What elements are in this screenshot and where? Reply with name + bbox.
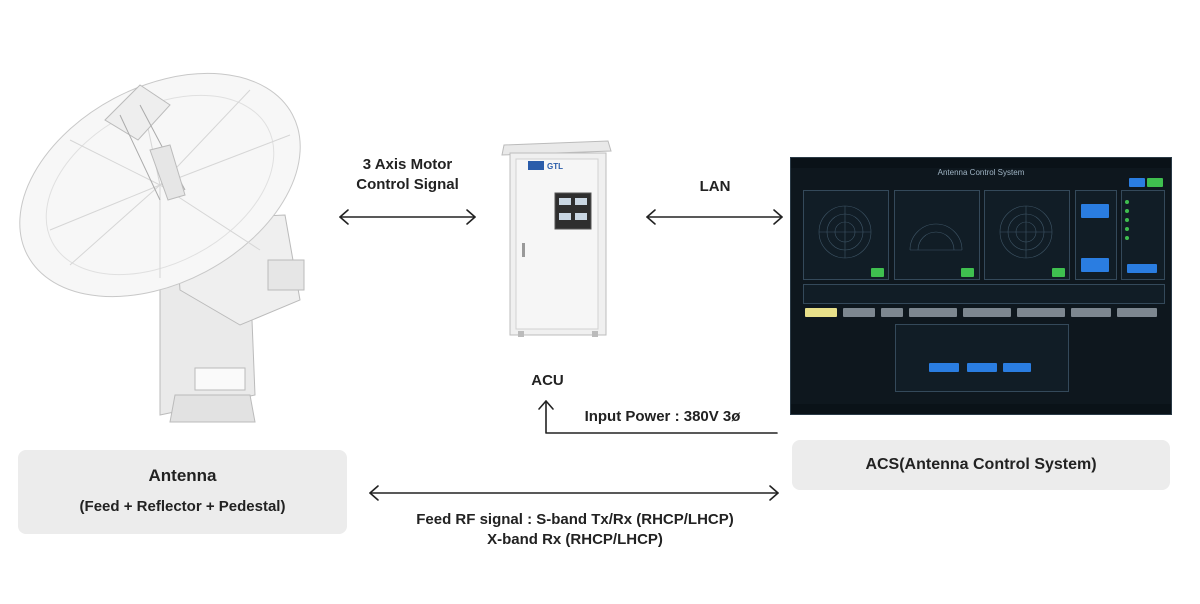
acu-label: ACU: [531, 372, 564, 389]
antenna-illustration: [19, 72, 305, 423]
antenna-box-subtitle: (Feed + Reflector + Pedestal): [79, 498, 286, 515]
acs-box-title: ACS(Antenna Control System): [865, 456, 1097, 473]
acu-cabinet-illustration: GTL: [501, 140, 612, 337]
feed-rf-label: Feed RF signal : S-band Tx/Rx (RHCP/LHCP…: [355, 510, 795, 550]
input-power-label: Input Power : 380V 3ø: [584, 408, 741, 425]
input-power-arrow: [545, 400, 778, 434]
lan-label: LAN: [699, 178, 731, 195]
feed-rf-line1: Feed RF signal : S-band Tx/Rx (RHCP/LHCP…: [416, 511, 734, 528]
antenna-box-title: Antenna: [148, 466, 217, 485]
acs-box: ACS(Antenna Control System): [792, 440, 1170, 490]
motor-signal-label: 3 Axis Motor Control Signal: [340, 155, 475, 195]
motor-signal-line1: 3 Axis Motor: [362, 156, 453, 173]
feed-rf-line2: X-band Rx (RHCP/LHCP): [487, 531, 663, 548]
acs-screen-illustration: Antenna Control System: [790, 157, 1172, 415]
acs-screen-title: Antenna Control System: [937, 168, 1025, 177]
motor-signal-line2: Control Signal: [356, 176, 459, 193]
antenna-box: Antenna (Feed + Reflector + Pedestal): [18, 450, 347, 534]
gtl-logo: GTL: [547, 162, 563, 171]
